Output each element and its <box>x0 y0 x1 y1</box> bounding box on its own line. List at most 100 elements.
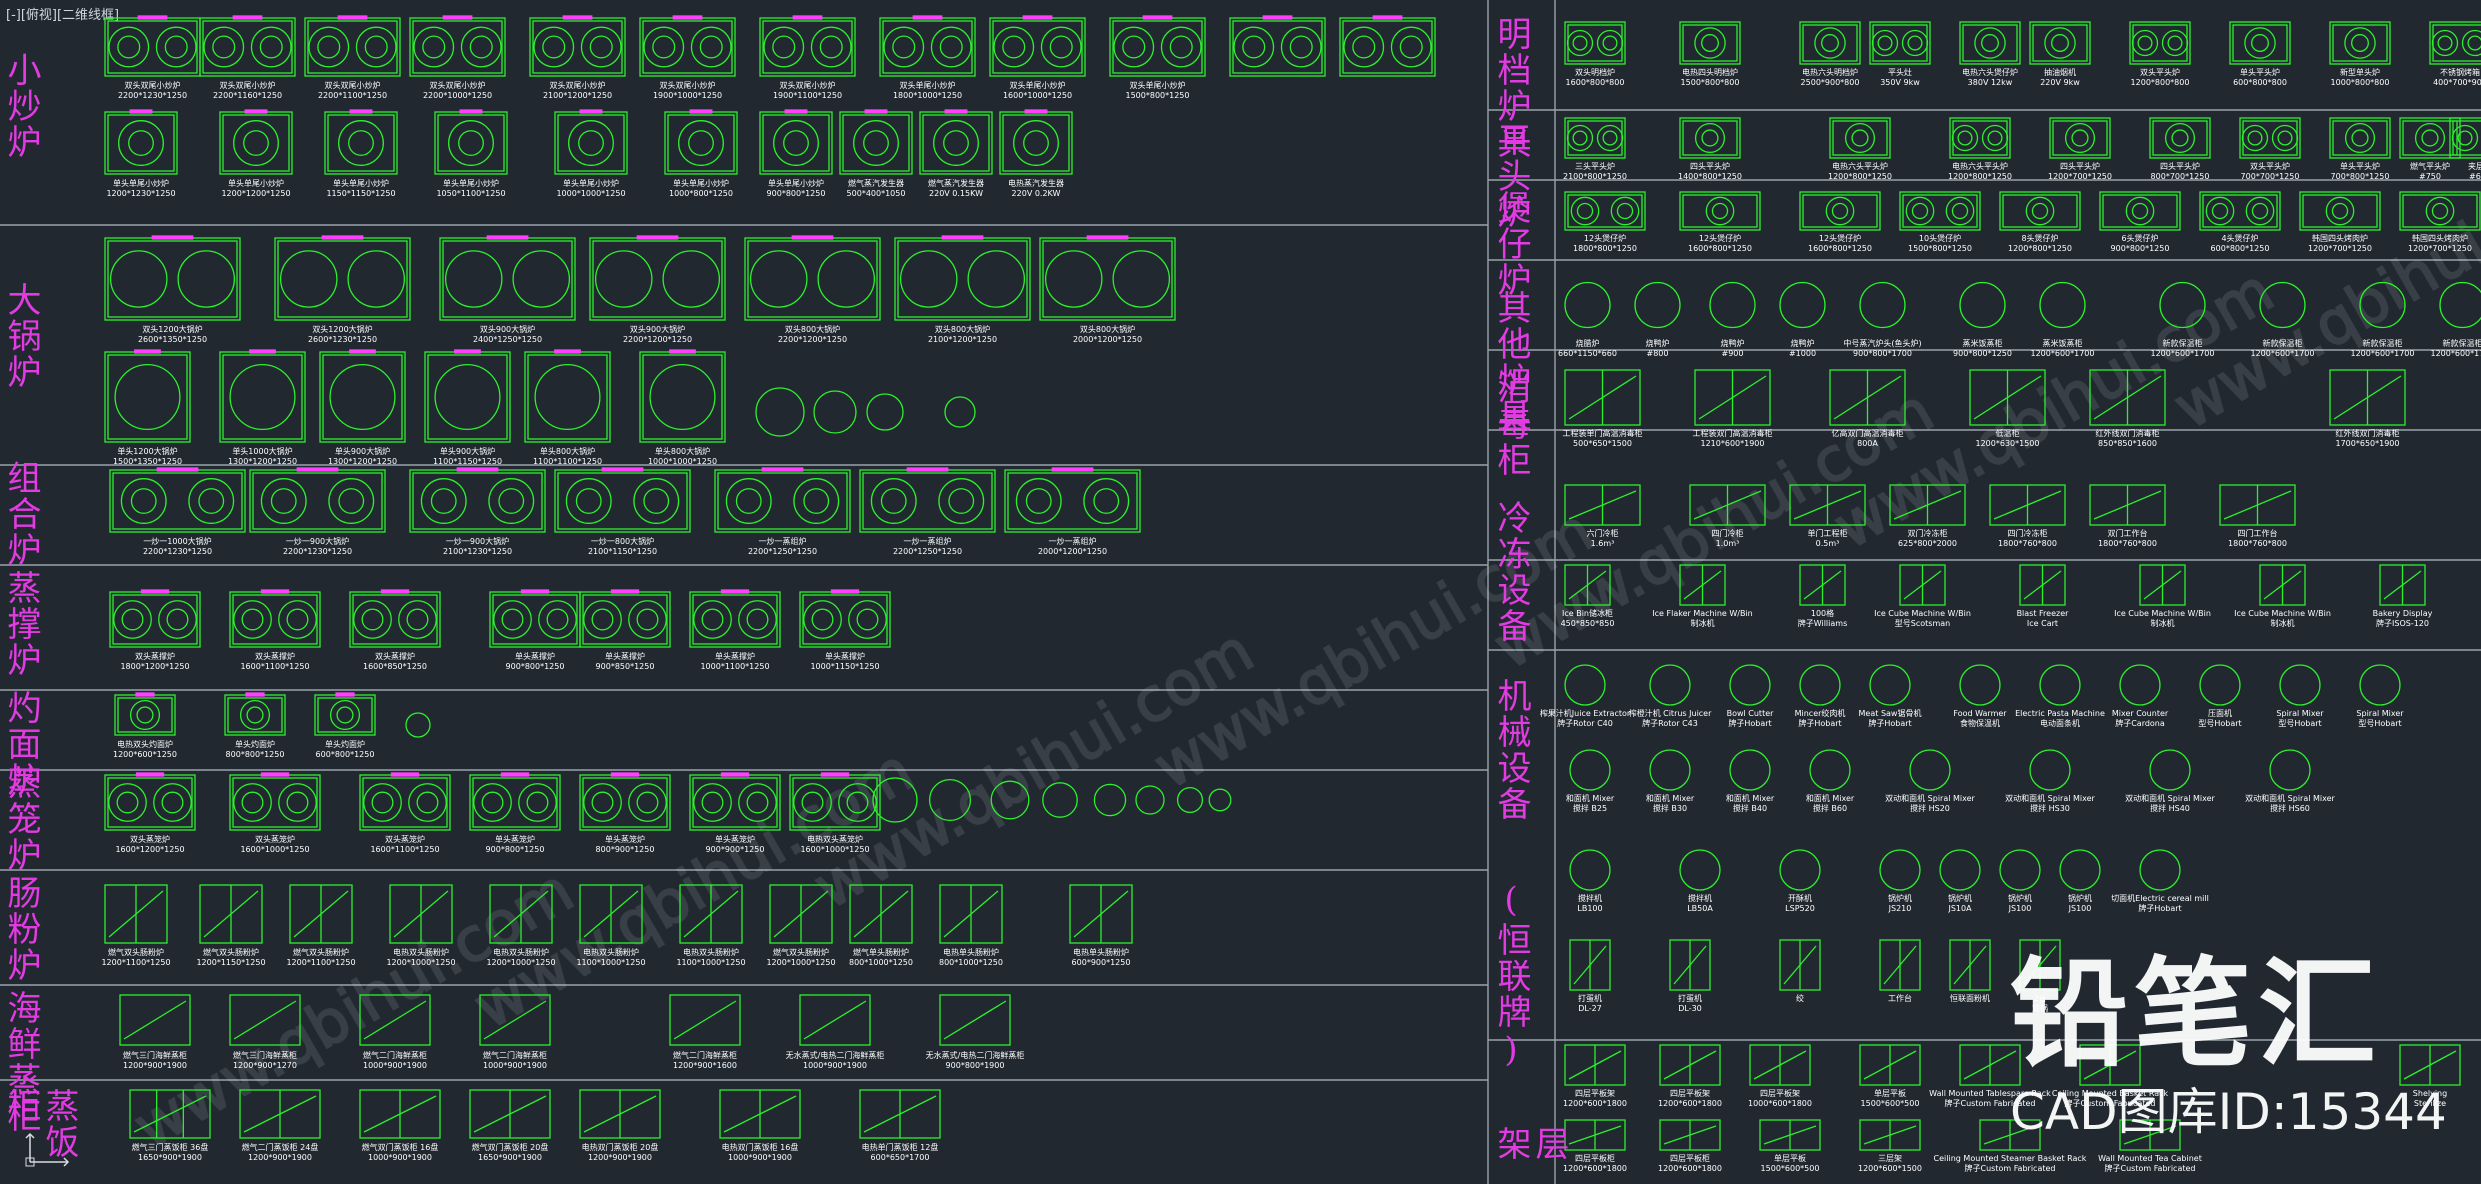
caption-R4: 新款保温柜 <box>2163 338 2203 348</box>
caption-size-R12: 牌子Custom Fabricated <box>2065 1098 2156 1108</box>
steamer-ring <box>872 777 918 823</box>
caption-size-r6: 1600*1100*1250 <box>240 662 309 671</box>
caption-R3: 韩国四头烤肉炉 <box>2312 233 2368 243</box>
equipment-cabinet <box>104 884 168 944</box>
caption-size-r3: 2200*1200*1250 <box>623 335 692 344</box>
caption-r1: 双头单尾小炒炉 <box>900 80 956 90</box>
caption-r6: 单头蒸撑炉 <box>515 651 555 661</box>
caption-size-R6: 1800*760*800 <box>2228 539 2287 548</box>
equipment-stove <box>2099 191 2181 231</box>
caption-R3: 韩国四头烤肉炉 <box>2412 233 2468 243</box>
caption-size-R8: 牌子Hobart <box>1798 718 1841 728</box>
caption-size-R3: 900*800*1250 <box>2111 244 2170 253</box>
caption-r5: 一炒一900大锅炉 <box>446 536 509 546</box>
caption-r4: 单头800大锅炉 <box>655 446 710 456</box>
caption-r5: 一炒一蒸组炉 <box>759 536 807 546</box>
caption-size-r3: 2600*1350*1250 <box>138 335 207 344</box>
caption-R8: 榨橙汁机 Citrus Juicer <box>1629 708 1713 718</box>
equipment-cabinet <box>239 1089 321 1139</box>
caption-r9: 电热双头肠粉炉 <box>493 947 549 957</box>
view-label[interactable]: [-][俯视][二维线框] <box>6 8 120 23</box>
caption-size-r2: 1000*800*1250 <box>669 189 733 198</box>
caption-size-r6: 1600*850*1250 <box>363 662 427 671</box>
equipment-stove <box>2429 21 2481 65</box>
loose-burner <box>813 390 857 434</box>
caption-size-r2: 500*400*1050 <box>847 189 906 198</box>
caption-size-R9: 搅拌 B30 <box>1653 803 1687 813</box>
caption-R13: Wall Mounted Tea Cabinet <box>2098 1154 2202 1163</box>
caption-R2: 四头平头炉 <box>2060 161 2100 171</box>
caption-R2: 燃气平头炉 <box>2410 161 2450 171</box>
caption-R8: Spiral Mixer <box>2276 709 2324 718</box>
equipment-cabinet <box>2019 564 2066 606</box>
caption-R1: 不锈钢烤箱 <box>2440 67 2480 77</box>
equipment-cabinet <box>489 884 553 944</box>
caption-r6: 单头蒸撑炉 <box>825 651 865 661</box>
equipment-stove <box>579 772 671 831</box>
caption-size-r2: 1200*1230*1250 <box>106 189 175 198</box>
caption-size-R4: 1200*600*1700 <box>2351 349 2415 358</box>
category-label-baozai: 煲仔炉 <box>1491 190 1531 298</box>
caption-R8: 压面机 <box>2208 708 2232 718</box>
equipment-cabinet <box>1569 939 1611 991</box>
caption-size-R8: 牌子Hobart <box>1728 718 1771 728</box>
caption-size-R13: 1200*600*1500 <box>1858 1164 1922 1173</box>
caption-r9: 燃气双头肠粉炉 <box>773 947 829 957</box>
caption-r4: 单头1000大锅炉 <box>232 446 292 456</box>
equipment-round <box>2439 281 2481 329</box>
caption-size-R1: 400*700*900 <box>2433 78 2481 87</box>
caption-size-R3: 1200*800*1250 <box>2008 244 2072 253</box>
equipment-cabinet <box>2139 564 2186 606</box>
category-label-haixian: 海鲜蒸柜 <box>1 990 41 1134</box>
caption-R1: 新型单头炉 <box>2340 67 2380 77</box>
caption-size-R5: 800A <box>1857 439 1878 448</box>
equipment-stove <box>314 692 376 736</box>
equipment-stove <box>489 589 581 648</box>
steamer-ring <box>1042 782 1078 818</box>
caption-size-R8: 牌子Hobart <box>1868 718 1911 728</box>
caption-R9: 和面机 Mixer <box>1646 793 1695 803</box>
caption-R7: Ice Bin储冰柜 <box>1562 608 1613 618</box>
caption-r2: 单头单尾小炒炉 <box>563 178 619 188</box>
equipment-stove <box>2329 21 2391 65</box>
equipment-stove <box>2329 117 2391 159</box>
caption-size-r5: 2200*1250*1250 <box>893 547 962 556</box>
caption-R12: 四层平板架 <box>1760 1088 1800 1098</box>
equipment-cabinet <box>1879 939 1921 991</box>
loose-burner <box>944 396 976 428</box>
caption-size-R13: 牌子Custom Fabricated <box>1965 1163 2056 1173</box>
caption-r2: 单头单尾小炒炉 <box>673 178 729 188</box>
caption-size-R7: 制冰机 <box>1691 618 1715 628</box>
caption-R4: 烧腊炉 <box>1576 338 1600 348</box>
caption-size-R11: DL-30 <box>1678 1004 1702 1013</box>
caption-R5: 红外线双门消毒柜 <box>2096 428 2160 438</box>
equipment-cabinet <box>579 1089 661 1139</box>
caption-r10: 燃气三门海鲜蒸柜 <box>123 1050 187 1060</box>
equipment-cabinet <box>1679 564 1726 606</box>
caption-size-R2: #750 <box>2419 172 2441 181</box>
caption-size-R3: 1200*700*1250 <box>2408 244 2472 253</box>
caption-R3: 6头煲仔炉 <box>2121 233 2158 243</box>
caption-size-R12: 牌子Custom Fabricated <box>1945 1098 2036 1108</box>
equipment-cabinet <box>1789 484 1866 526</box>
equipment-stove <box>104 349 191 443</box>
caption-size-R2: 700*800*1250 <box>2331 172 2390 181</box>
equipment-cabinet <box>769 884 833 944</box>
caption-r10: 燃气二门海鲜蒸柜 <box>363 1050 427 1060</box>
caption-size-R9: 搅拌 HS30 <box>2030 803 2070 813</box>
equipment-round <box>2199 664 2241 706</box>
category-label-qita: 其他炉具 <box>1491 290 1531 434</box>
equipment-stove <box>744 235 881 321</box>
caption-R8: 榨果汁机Juice Extractor <box>1540 708 1631 718</box>
equipment-stove <box>1799 191 1881 231</box>
caption-size-R9: 搅拌 HS40 <box>2150 803 2190 813</box>
caption-size-r2: 220V 0.2KW <box>1012 189 1061 198</box>
equipment-cabinet <box>1859 1119 1921 1151</box>
caption-R11: 绞 <box>1796 993 1804 1003</box>
category-label-xiaodu: 消毒柜 <box>1491 370 1531 478</box>
equipment-cabinet <box>719 1089 801 1139</box>
caption-size-R9: 搅拌 B40 <box>1733 803 1767 813</box>
equipment-round <box>1999 849 2041 891</box>
